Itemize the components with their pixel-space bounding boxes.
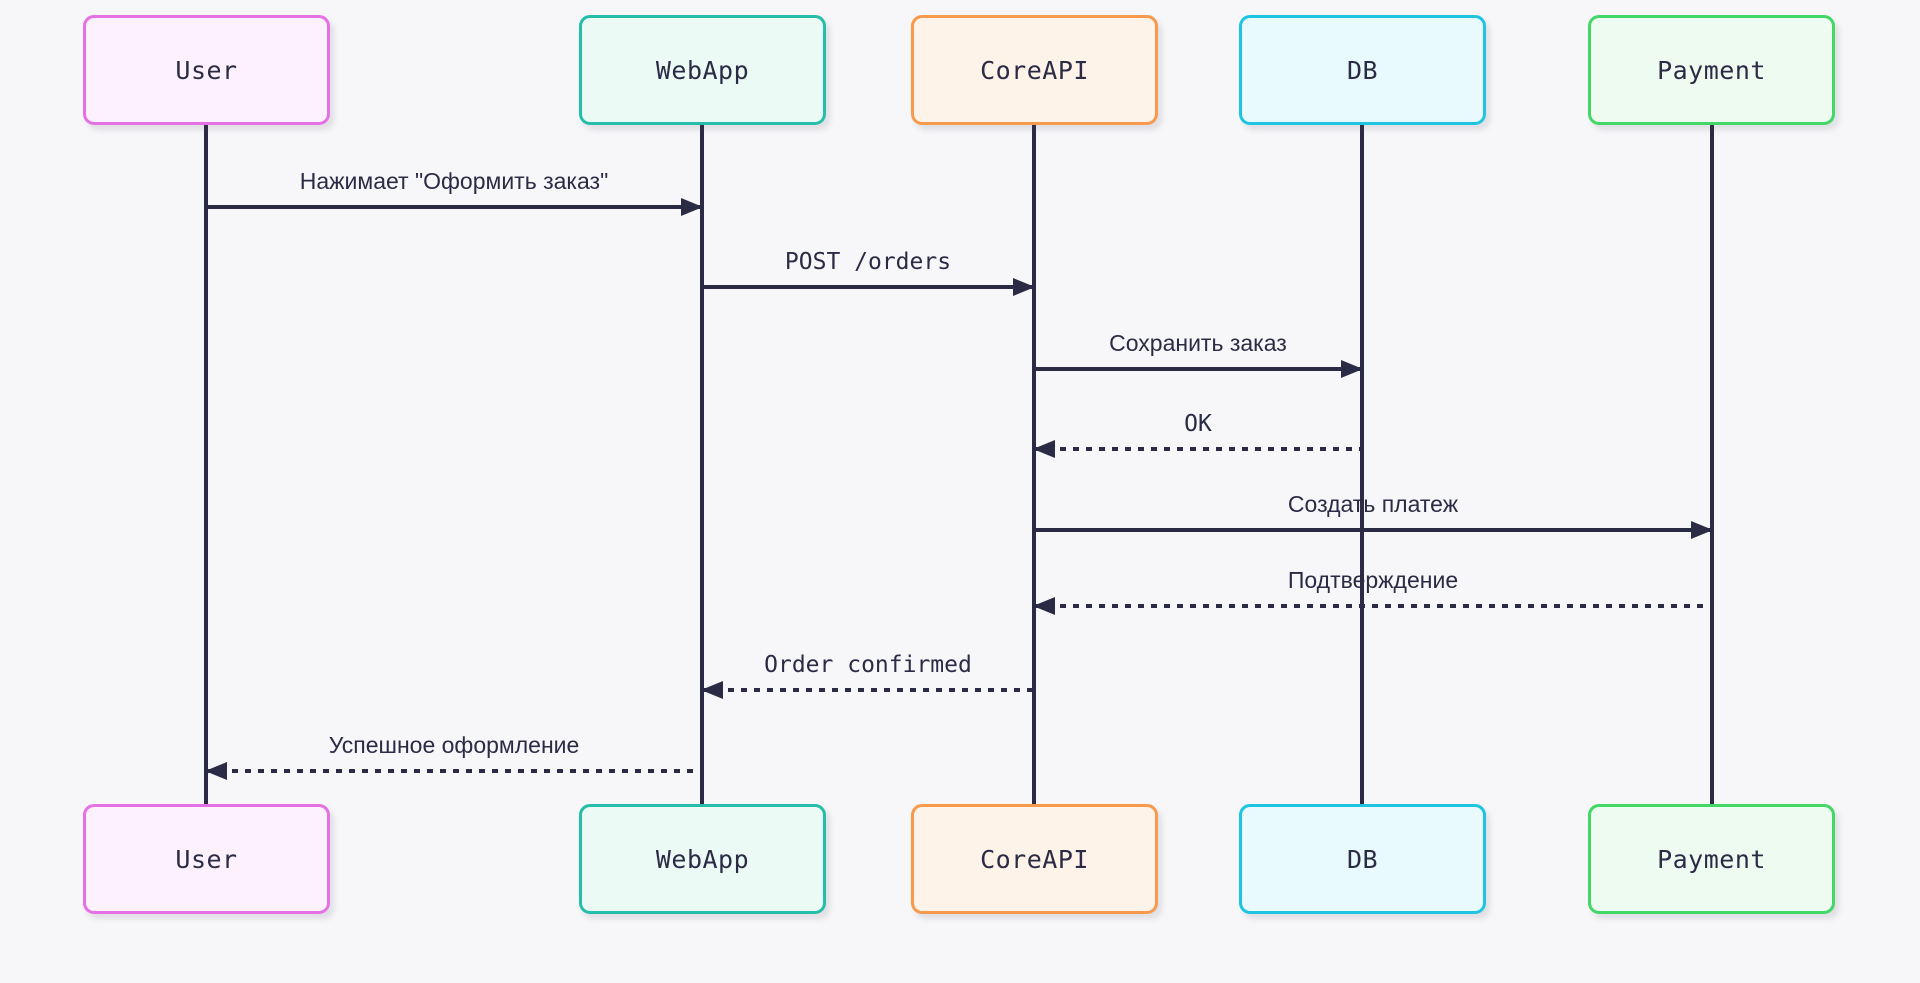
message-line-dotted (1033, 597, 1712, 615)
lifeline-payment (1710, 123, 1714, 807)
actor-label: WebApp (655, 844, 750, 874)
actor-box-coreapi-bottom: CoreAPI (911, 804, 1158, 914)
message-line-dotted (205, 762, 702, 780)
actor-label: Payment (1657, 844, 1766, 874)
lifeline-coreapi (1032, 123, 1036, 807)
arrowhead-left-icon (1033, 597, 1055, 615)
actor-label: CoreAPI (980, 55, 1089, 85)
lifeline-webapp (700, 123, 704, 807)
actor-box-db-top: DB (1239, 15, 1486, 125)
message-label: Успешное оформление (328, 732, 580, 758)
message-line-dotted (1033, 440, 1362, 458)
actor-box-user-bottom: User (83, 804, 330, 914)
actor-box-webapp-bottom: WebApp (579, 804, 826, 914)
actor-box-db-bottom: DB (1239, 804, 1486, 914)
actor-box-coreapi-top: CoreAPI (911, 15, 1158, 125)
message-label: OK (1184, 411, 1212, 437)
arrowhead-left-icon (1033, 440, 1055, 458)
message-label: POST /orders (784, 249, 952, 275)
lifeline-user (204, 123, 208, 807)
message-line-solid (206, 198, 703, 216)
message-label: Нажимает "Оформить заказ" (299, 168, 609, 194)
message-line-solid (1034, 521, 1713, 539)
lifeline-db (1360, 123, 1364, 807)
arrowhead-right-icon (1013, 278, 1035, 296)
message-line-solid (1034, 360, 1363, 378)
actor-box-payment-top: Payment (1588, 15, 1835, 125)
message-line-dotted (701, 681, 1034, 699)
message-label: Создать платеж (1287, 491, 1459, 517)
arrowhead-right-icon (681, 198, 703, 216)
actor-label: DB (1346, 844, 1379, 874)
actor-label: WebApp (655, 55, 750, 85)
message-label: Сохранить заказ (1109, 330, 1287, 356)
actor-label: DB (1346, 55, 1379, 85)
actor-label: User (175, 844, 238, 874)
arrowhead-left-icon (205, 762, 227, 780)
arrowhead-left-icon (701, 681, 723, 699)
actor-label: User (175, 55, 238, 85)
message-line-solid (702, 278, 1035, 296)
actor-label: CoreAPI (980, 844, 1089, 874)
actor-box-webapp-top: WebApp (579, 15, 826, 125)
message-label: Подтверждение (1287, 567, 1459, 593)
actor-box-user-top: User (83, 15, 330, 125)
arrowhead-right-icon (1691, 521, 1713, 539)
arrowhead-right-icon (1341, 360, 1363, 378)
actor-box-payment-bottom: Payment (1588, 804, 1835, 914)
message-label: Order confirmed (764, 652, 972, 678)
actor-label: Payment (1657, 55, 1766, 85)
